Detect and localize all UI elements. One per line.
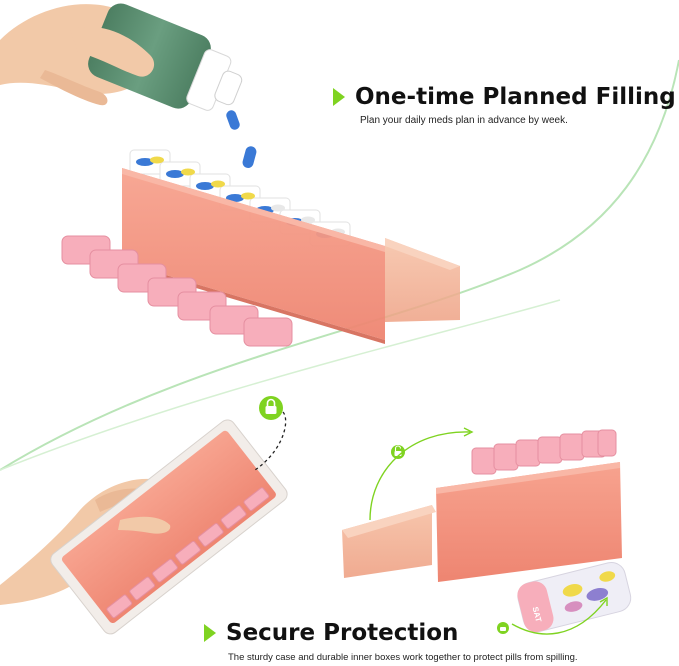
- feature-title: One-time Planned Filling: [355, 84, 676, 110]
- compartment-row: [106, 487, 270, 619]
- arrow-icon: [599, 596, 608, 606]
- pill-case-open: SAT: [342, 429, 632, 633]
- arrow-icon: [463, 427, 474, 437]
- day-label: SAT: [531, 606, 543, 623]
- play-arrow-icon: [333, 88, 345, 106]
- lid-row: [471, 429, 617, 475]
- hand-with-bottle: [0, 3, 243, 111]
- feature-description: Plan your daily meds plan in advance by …: [360, 115, 568, 126]
- feature-description: The sturdy case and durable inner boxes …: [228, 652, 578, 663]
- feature-planned-filling: One-time Planned Filling Plan your daily…: [333, 84, 676, 126]
- swoosh-line: [0, 59, 679, 471]
- unlock-icon: [497, 622, 509, 634]
- feature-secure-protection: Secure Protection The sturdy case and du…: [204, 620, 578, 663]
- day-compartment: SAT: [517, 561, 632, 633]
- lock-icon: [259, 396, 283, 420]
- arrow-icon: [511, 599, 607, 635]
- unlock-icon: [391, 445, 405, 459]
- dashed-connector: [254, 411, 287, 471]
- falling-pill: [226, 110, 257, 168]
- feature-title: Secure Protection: [226, 620, 459, 646]
- lid-row: [61, 235, 293, 347]
- arrow-icon: [369, 431, 471, 521]
- hand-with-case: [0, 419, 288, 635]
- swoosh-line: [0, 299, 561, 471]
- pill-case-weekly: [61, 149, 460, 347]
- play-arrow-icon: [204, 624, 216, 642]
